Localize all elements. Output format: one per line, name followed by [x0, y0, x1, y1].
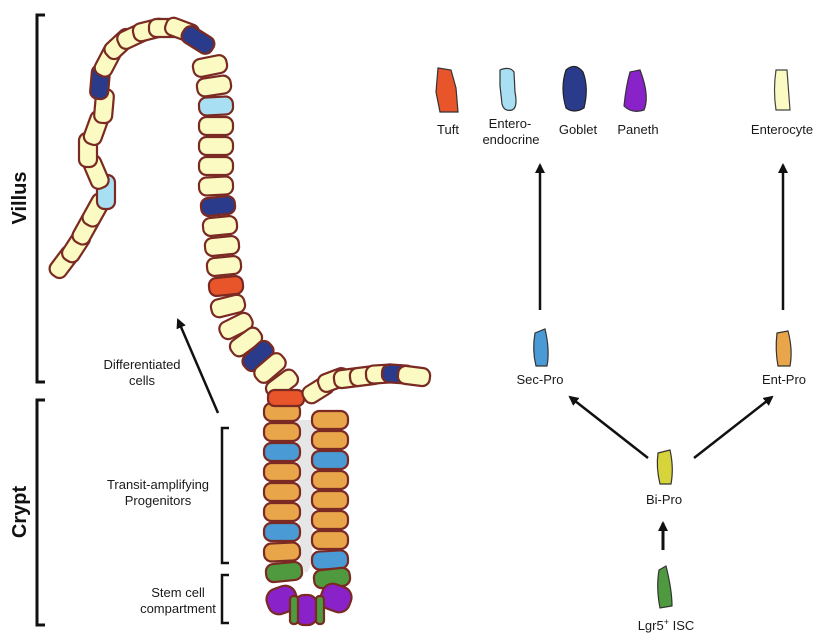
- paneth-cell-icon: [624, 70, 646, 111]
- epithelial-cell: [206, 255, 242, 276]
- lineage-tree: Tuft Entero- endocrine Goblet Paneth Ent…: [436, 66, 813, 633]
- stem-label-line1: Stem cell: [151, 585, 205, 600]
- epithelial-cell: [264, 463, 300, 481]
- stem-cell: [316, 596, 324, 624]
- epithelial-cell: [312, 531, 348, 549]
- epithelial-cell: [199, 96, 234, 116]
- epithelial-cell: [196, 75, 232, 98]
- epithelial-cell: [208, 275, 244, 296]
- villus-bracket: [37, 15, 45, 382]
- bi-pro-label: Bi-Pro: [646, 492, 682, 507]
- epithelial-cell: [264, 523, 300, 541]
- epithelial-cell: [199, 176, 234, 196]
- differentiation-arrow: [178, 320, 218, 413]
- epithelial-cell: [199, 157, 233, 175]
- enterocyte-label: Enterocyte: [751, 122, 813, 137]
- epithelial-cell: [312, 411, 348, 429]
- epithelial-cell: [204, 235, 240, 256]
- epithelial-cell: [264, 483, 300, 501]
- epithelial-cell: [200, 195, 236, 216]
- stem-bracket: [222, 575, 229, 623]
- ta-bracket: [222, 428, 229, 563]
- crypt-label: Crypt: [9, 486, 31, 539]
- epithelial-cell: [312, 451, 348, 469]
- bi-pro-cell-icon: [657, 450, 672, 484]
- differentiated-label-line1: Differentiated: [103, 357, 180, 372]
- paneth-label: Paneth: [617, 122, 658, 137]
- epithelial-cell: [397, 365, 431, 387]
- epithelium-illustration: [47, 16, 431, 625]
- ent-pro-label: Ent-Pro: [762, 372, 806, 387]
- epithelial-cell: [264, 542, 301, 562]
- epithelial-cell: [312, 431, 348, 449]
- lgr5-isc-label: Lgr5+ ISC: [638, 617, 695, 633]
- epithelial-cell: [312, 491, 348, 509]
- ent-pro-cell-icon: [776, 331, 791, 366]
- epithelial-cell: [199, 117, 233, 135]
- differentiated-label-line2: cells: [129, 373, 156, 388]
- ta-label-line1: Transit-amplifying: [107, 477, 209, 492]
- ta-label-line2: Progenitors: [125, 493, 192, 508]
- lgr5-isc-cell-icon: [658, 566, 672, 608]
- goblet-label: Goblet: [559, 122, 598, 137]
- stem-cell: [290, 596, 298, 624]
- villus-label: Villus: [9, 172, 31, 225]
- crypt-bracket: [37, 400, 45, 625]
- epithelial-cell: [312, 471, 348, 489]
- enteroendocrine-cell-icon: [500, 68, 516, 110]
- epithelial-cell: [264, 503, 300, 521]
- epithelial-cell: [199, 137, 233, 155]
- epithelial-cell: [265, 561, 303, 582]
- stem-label-line2: compartment: [140, 601, 216, 616]
- bipro-to-entpro-arrow: [694, 397, 772, 458]
- epithelial-cell: [264, 423, 300, 441]
- epithelial-cell: [179, 23, 217, 56]
- tuft-cell-icon: [436, 68, 458, 112]
- goblet-cell-icon: [563, 66, 586, 111]
- epithelial-cell: [312, 511, 348, 529]
- tuft-cell-crypt: [268, 390, 304, 406]
- tuft-label: Tuft: [437, 122, 459, 137]
- epithelial-cell: [264, 443, 300, 461]
- bipro-to-secpro-arrow: [570, 397, 648, 458]
- epithelial-cell: [202, 215, 238, 236]
- enterocyte-cell-icon: [775, 70, 791, 110]
- enteroendocrine-label-line1: Entero-: [489, 116, 532, 131]
- sec-pro-label: Sec-Pro: [517, 372, 564, 387]
- sec-pro-cell-icon: [534, 329, 548, 366]
- enteroendocrine-label-line2: endocrine: [482, 132, 539, 147]
